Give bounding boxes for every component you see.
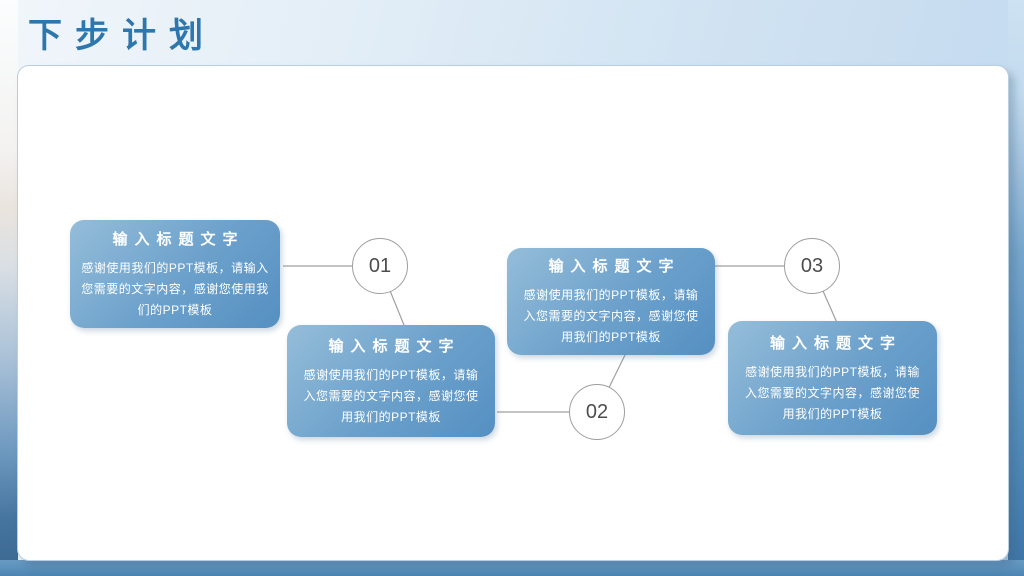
card-body: 感谢使用我们的PPT模板，请输入您需要的文字内容，感谢您使用我们的PPT模板 [523, 288, 699, 344]
background-bottom-strip [0, 560, 1024, 576]
step-number-badge-1: 01 [352, 238, 408, 294]
step-number-badge-3: 03 [784, 238, 840, 294]
card-body: 感谢使用我们的PPT模板，请输入您需要的文字内容，感谢您使用我们的PPT模板 [744, 364, 920, 421]
step-card-2: 输入标题文字 感谢使用我们的PPT模板，请输入您需要的文字内容，感谢您使用我们的… [287, 325, 495, 437]
step-number-badge-2: 02 [569, 384, 625, 440]
step-card-1: 输入标题文字 感谢使用我们的PPT模板，请输入您需要的文字内容，感谢您使用我们的… [70, 220, 280, 328]
step-card-4: 输入标题文字 感谢使用我们的PPT模板，请输入您需要的文字内容，感谢您使用我们的… [728, 321, 937, 435]
card-title: 输入标题文字 [112, 230, 245, 248]
card-body: 感谢使用我们的PPT模板，请输入您需要的文字内容，感谢您使用我们的PPT模板 [81, 260, 269, 317]
card-body: 感谢使用我们的PPT模板，请输入您需要的文字内容，感谢您使用我们的PPT模板 [303, 367, 479, 424]
step-card-3: 输入标题文字 感谢使用我们的PPT模板，请输入您需要的文字内容，感谢您使用我们的… [507, 248, 715, 355]
background-left-strip [0, 0, 18, 576]
card-title: 输入标题文字 [548, 258, 681, 275]
card-title: 输入标题文字 [328, 337, 461, 355]
slide-title: 下步计划 [28, 17, 216, 55]
background-right-strip [1008, 0, 1024, 576]
card-title: 输入标题文字 [769, 334, 902, 352]
